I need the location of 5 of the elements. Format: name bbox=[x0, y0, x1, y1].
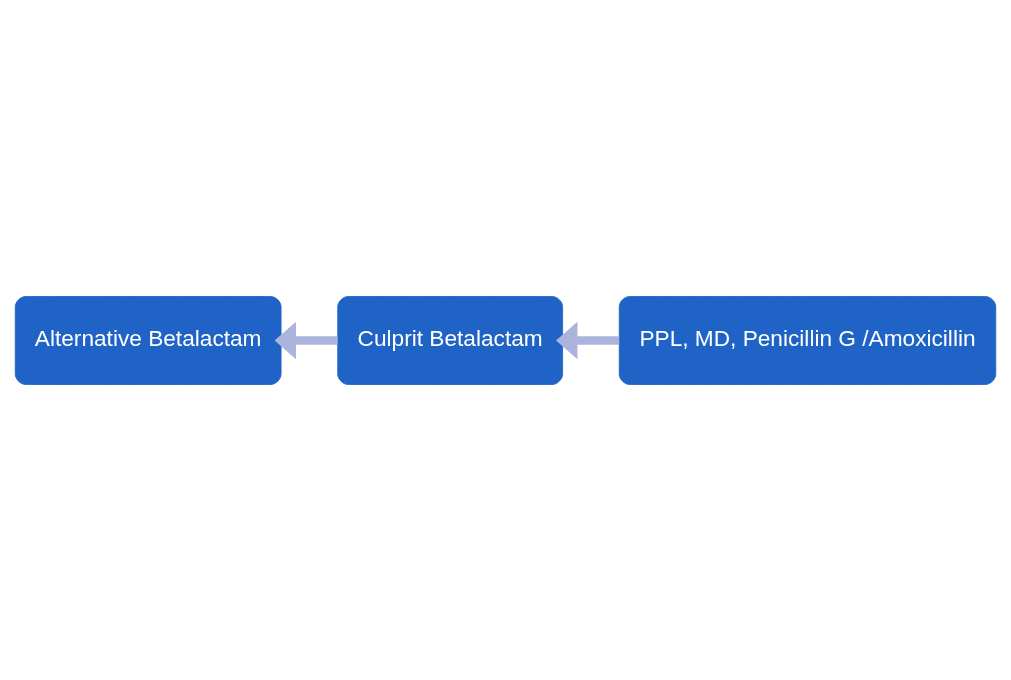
node-box: Alternative Betalactam bbox=[14, 295, 282, 385]
node-box: PPL, MD, Penicillin G /Amoxicillin bbox=[618, 295, 997, 385]
node-box: Culprit Betalactam bbox=[337, 295, 564, 385]
arrow bbox=[556, 321, 620, 359]
arrow bbox=[274, 321, 338, 359]
